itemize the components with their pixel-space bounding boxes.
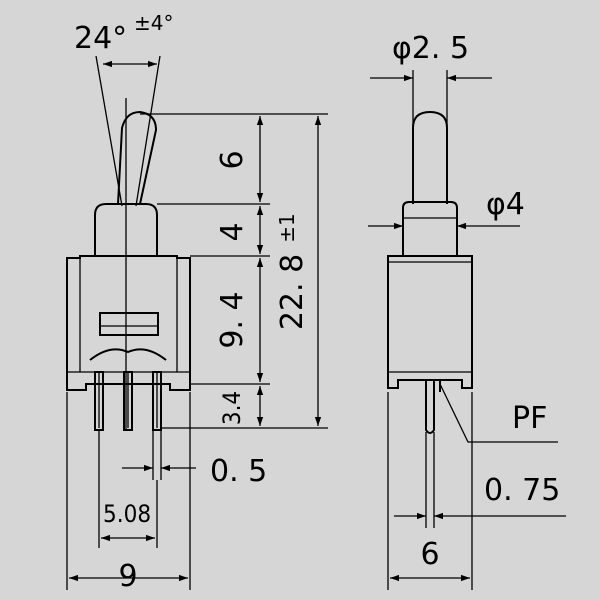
angle-tolerance: ±4° (134, 11, 173, 35)
lever-diameter-label: φ2. 5 (392, 31, 469, 66)
angle-value: 24° (74, 21, 127, 56)
terminal-type-label: PF (512, 401, 547, 436)
pitch-label: 5.08 (103, 500, 151, 528)
bushing-height-label: 4 (215, 222, 250, 241)
switch-body (66, 255, 191, 391)
front-view: 24° ±4° 6 4 9. 4 3.4 22. 8 ±1 0. 5 5.08 (66, 11, 328, 594)
terminal-length-label: 3.4 (218, 391, 246, 425)
total-height-tolerance: ±1 (275, 213, 299, 242)
lever-height-label: 6 (215, 150, 250, 169)
width-label: 9 (118, 559, 137, 594)
total-height-label: 22. 8 (275, 254, 310, 330)
side-lever (412, 110, 448, 204)
actuator-slot (99, 312, 159, 336)
toggle-lever (117, 110, 158, 205)
terminal-pins (94, 371, 162, 431)
side-terminal (425, 379, 441, 434)
bushing-diameter-label: φ4 (486, 187, 525, 222)
terminal-thickness-label: 0. 75 (484, 473, 560, 508)
side-bushing (402, 201, 458, 256)
side-body (387, 255, 473, 389)
body-height-label: 9. 4 (215, 291, 250, 348)
pin-width-label: 0. 5 (210, 454, 267, 489)
side-width-label: 6 (420, 537, 439, 572)
side-view: φ2. 5 φ4 PF 0. 75 6 (368, 31, 566, 590)
